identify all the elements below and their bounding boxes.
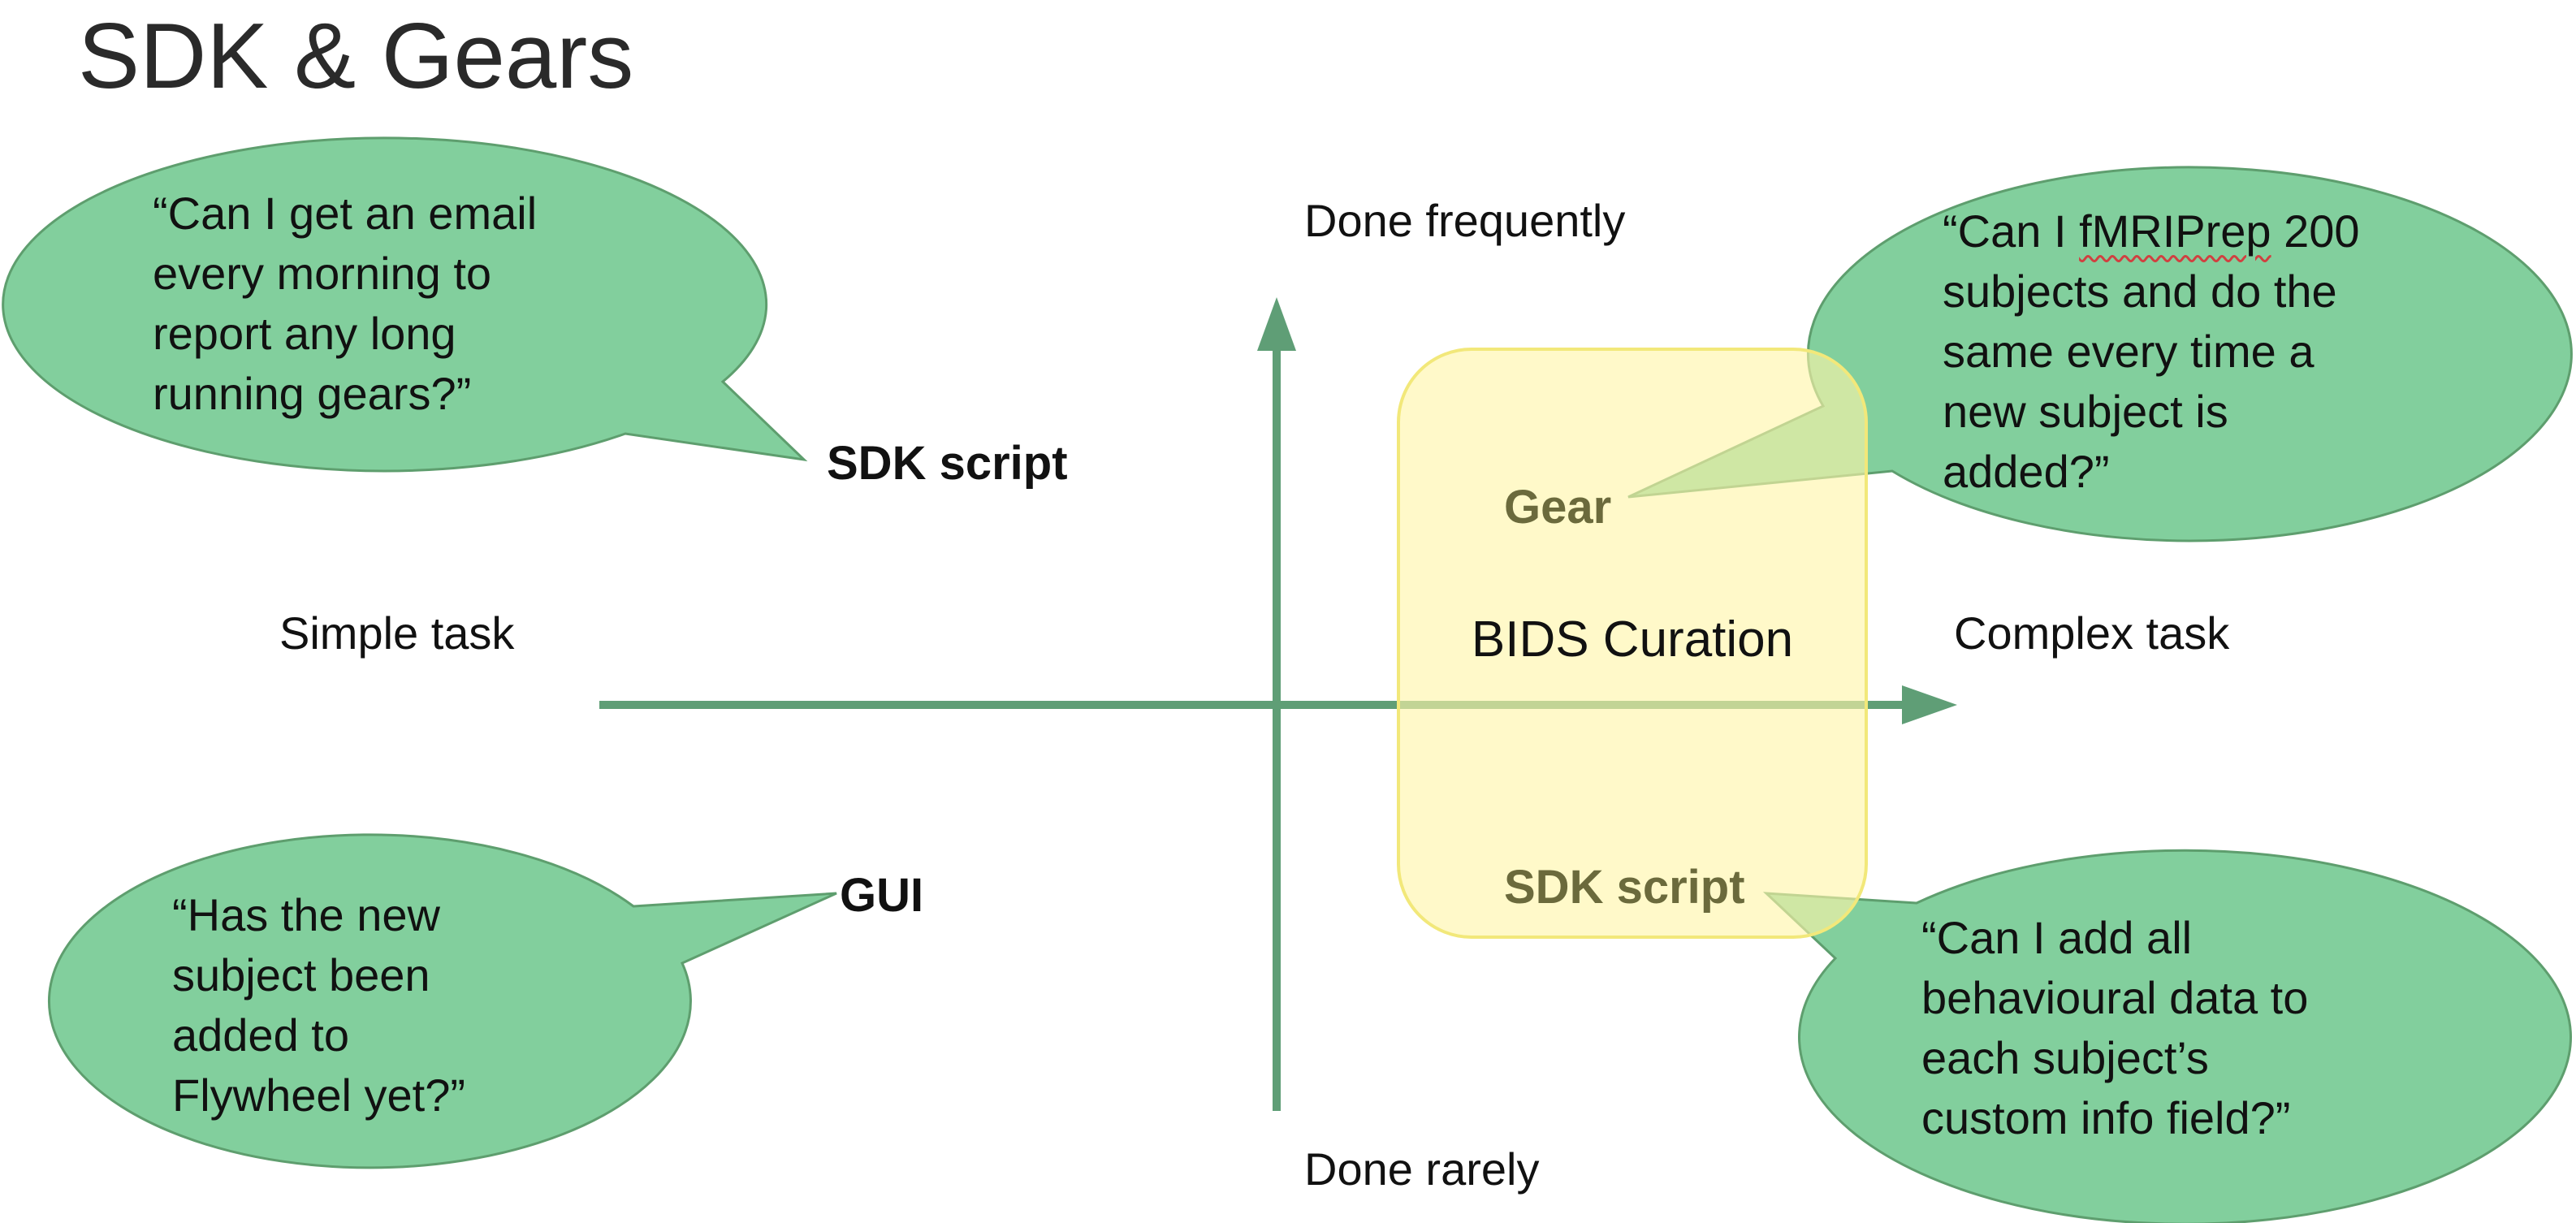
axis-label-top: Done frequently <box>1304 195 1626 246</box>
quote-top-right: “Can I fMRIPrep 200 subjects and do the … <box>1943 201 2360 502</box>
quote-bottom-right: “Can I add all behavioural data to each … <box>1921 912 2309 1143</box>
horizontal-axis-arrowhead <box>1902 685 1957 724</box>
tag-sdk-script-bottom: SDK script <box>1504 861 1745 914</box>
axis-label-left: Simple task <box>279 607 515 659</box>
quote-top-right-spellcheck-word: fMRIPrep <box>2079 205 2271 257</box>
slide-title: SDK & Gears <box>78 5 634 108</box>
vertical-axis-arrowhead <box>1257 297 1296 351</box>
speech-bubble-bottom-left <box>48 833 837 1169</box>
tag-sdk-script-top: SDK script <box>827 437 1068 490</box>
tag-gui: GUI <box>840 869 924 922</box>
quote-top-left: “Can I get an email every morning to rep… <box>153 188 538 419</box>
quote-top-right-post: 200 subjects and do the same every time … <box>1943 205 2360 497</box>
axis-label-right: Complex task <box>1954 607 2230 659</box>
quote-bottom-left: “Has the new subject been added to Flywh… <box>172 889 466 1121</box>
bids-curation-label: BIDS Curation <box>1471 612 1794 668</box>
bids-curation-region <box>1397 348 1868 939</box>
tag-gear: Gear <box>1504 481 1612 534</box>
axis-label-bottom: Done rarely <box>1304 1143 1540 1195</box>
speech-bubble-bottom-right <box>1762 849 2572 1223</box>
speech-bubble-top-left <box>2 136 808 473</box>
quote-top-right-pre: “Can I <box>1943 205 2080 257</box>
